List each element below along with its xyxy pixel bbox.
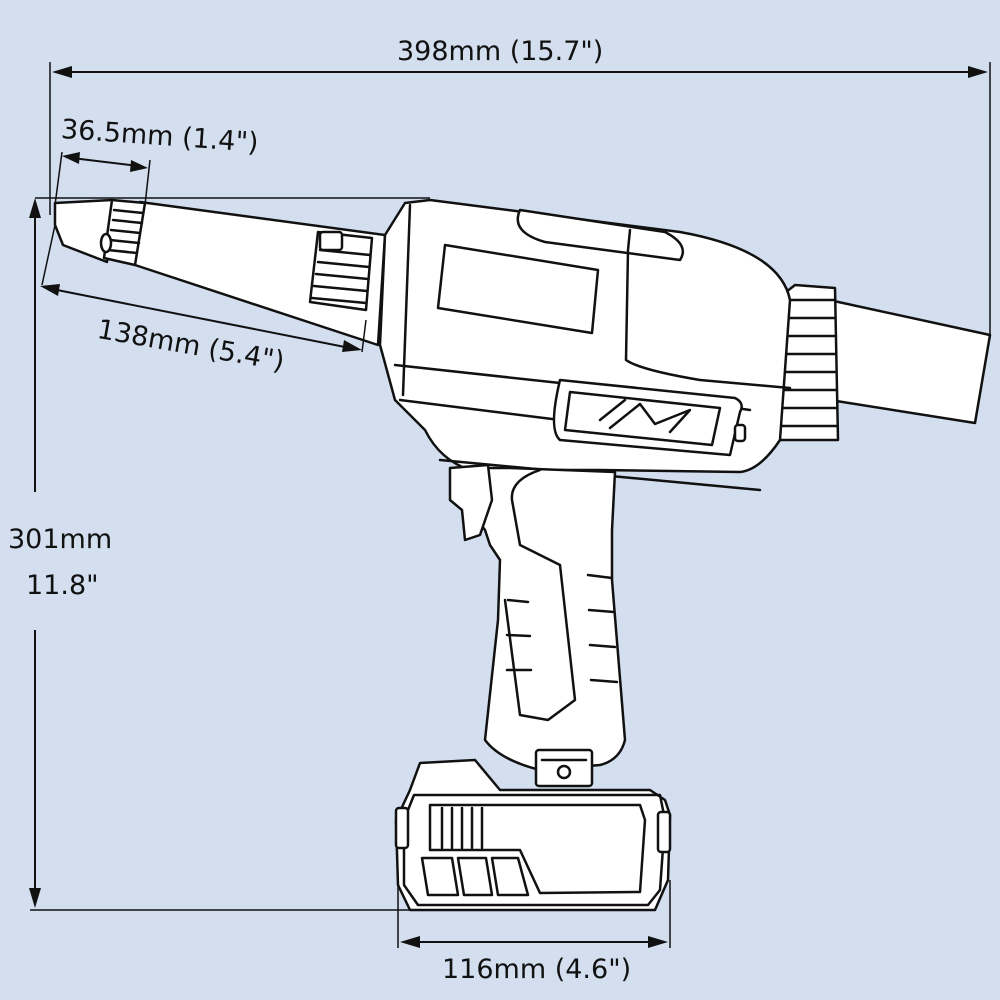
overall-length-label: 398mm (15.7") xyxy=(397,36,604,67)
dim-nose-length xyxy=(54,151,151,206)
height-in-label: 11.8" xyxy=(26,570,99,601)
battery-pack xyxy=(394,758,672,912)
battery-width-label: 116mm (4.6") xyxy=(442,954,632,985)
grip-handle xyxy=(453,466,627,772)
motor-housing xyxy=(378,198,792,492)
battery-release-button xyxy=(534,748,594,788)
dim-battery-width xyxy=(397,880,671,948)
end-cap xyxy=(774,283,840,442)
rear-collector-tube xyxy=(810,296,992,432)
nose-piece xyxy=(53,198,147,267)
height-mm-label: 301mm xyxy=(8,524,113,555)
dim-overall-length xyxy=(49,62,991,335)
trigger xyxy=(448,463,494,542)
dim-height xyxy=(29,198,410,911)
nose-housing xyxy=(133,200,387,347)
dim-nose-assembly xyxy=(35,197,430,353)
brand-logo xyxy=(552,378,743,457)
